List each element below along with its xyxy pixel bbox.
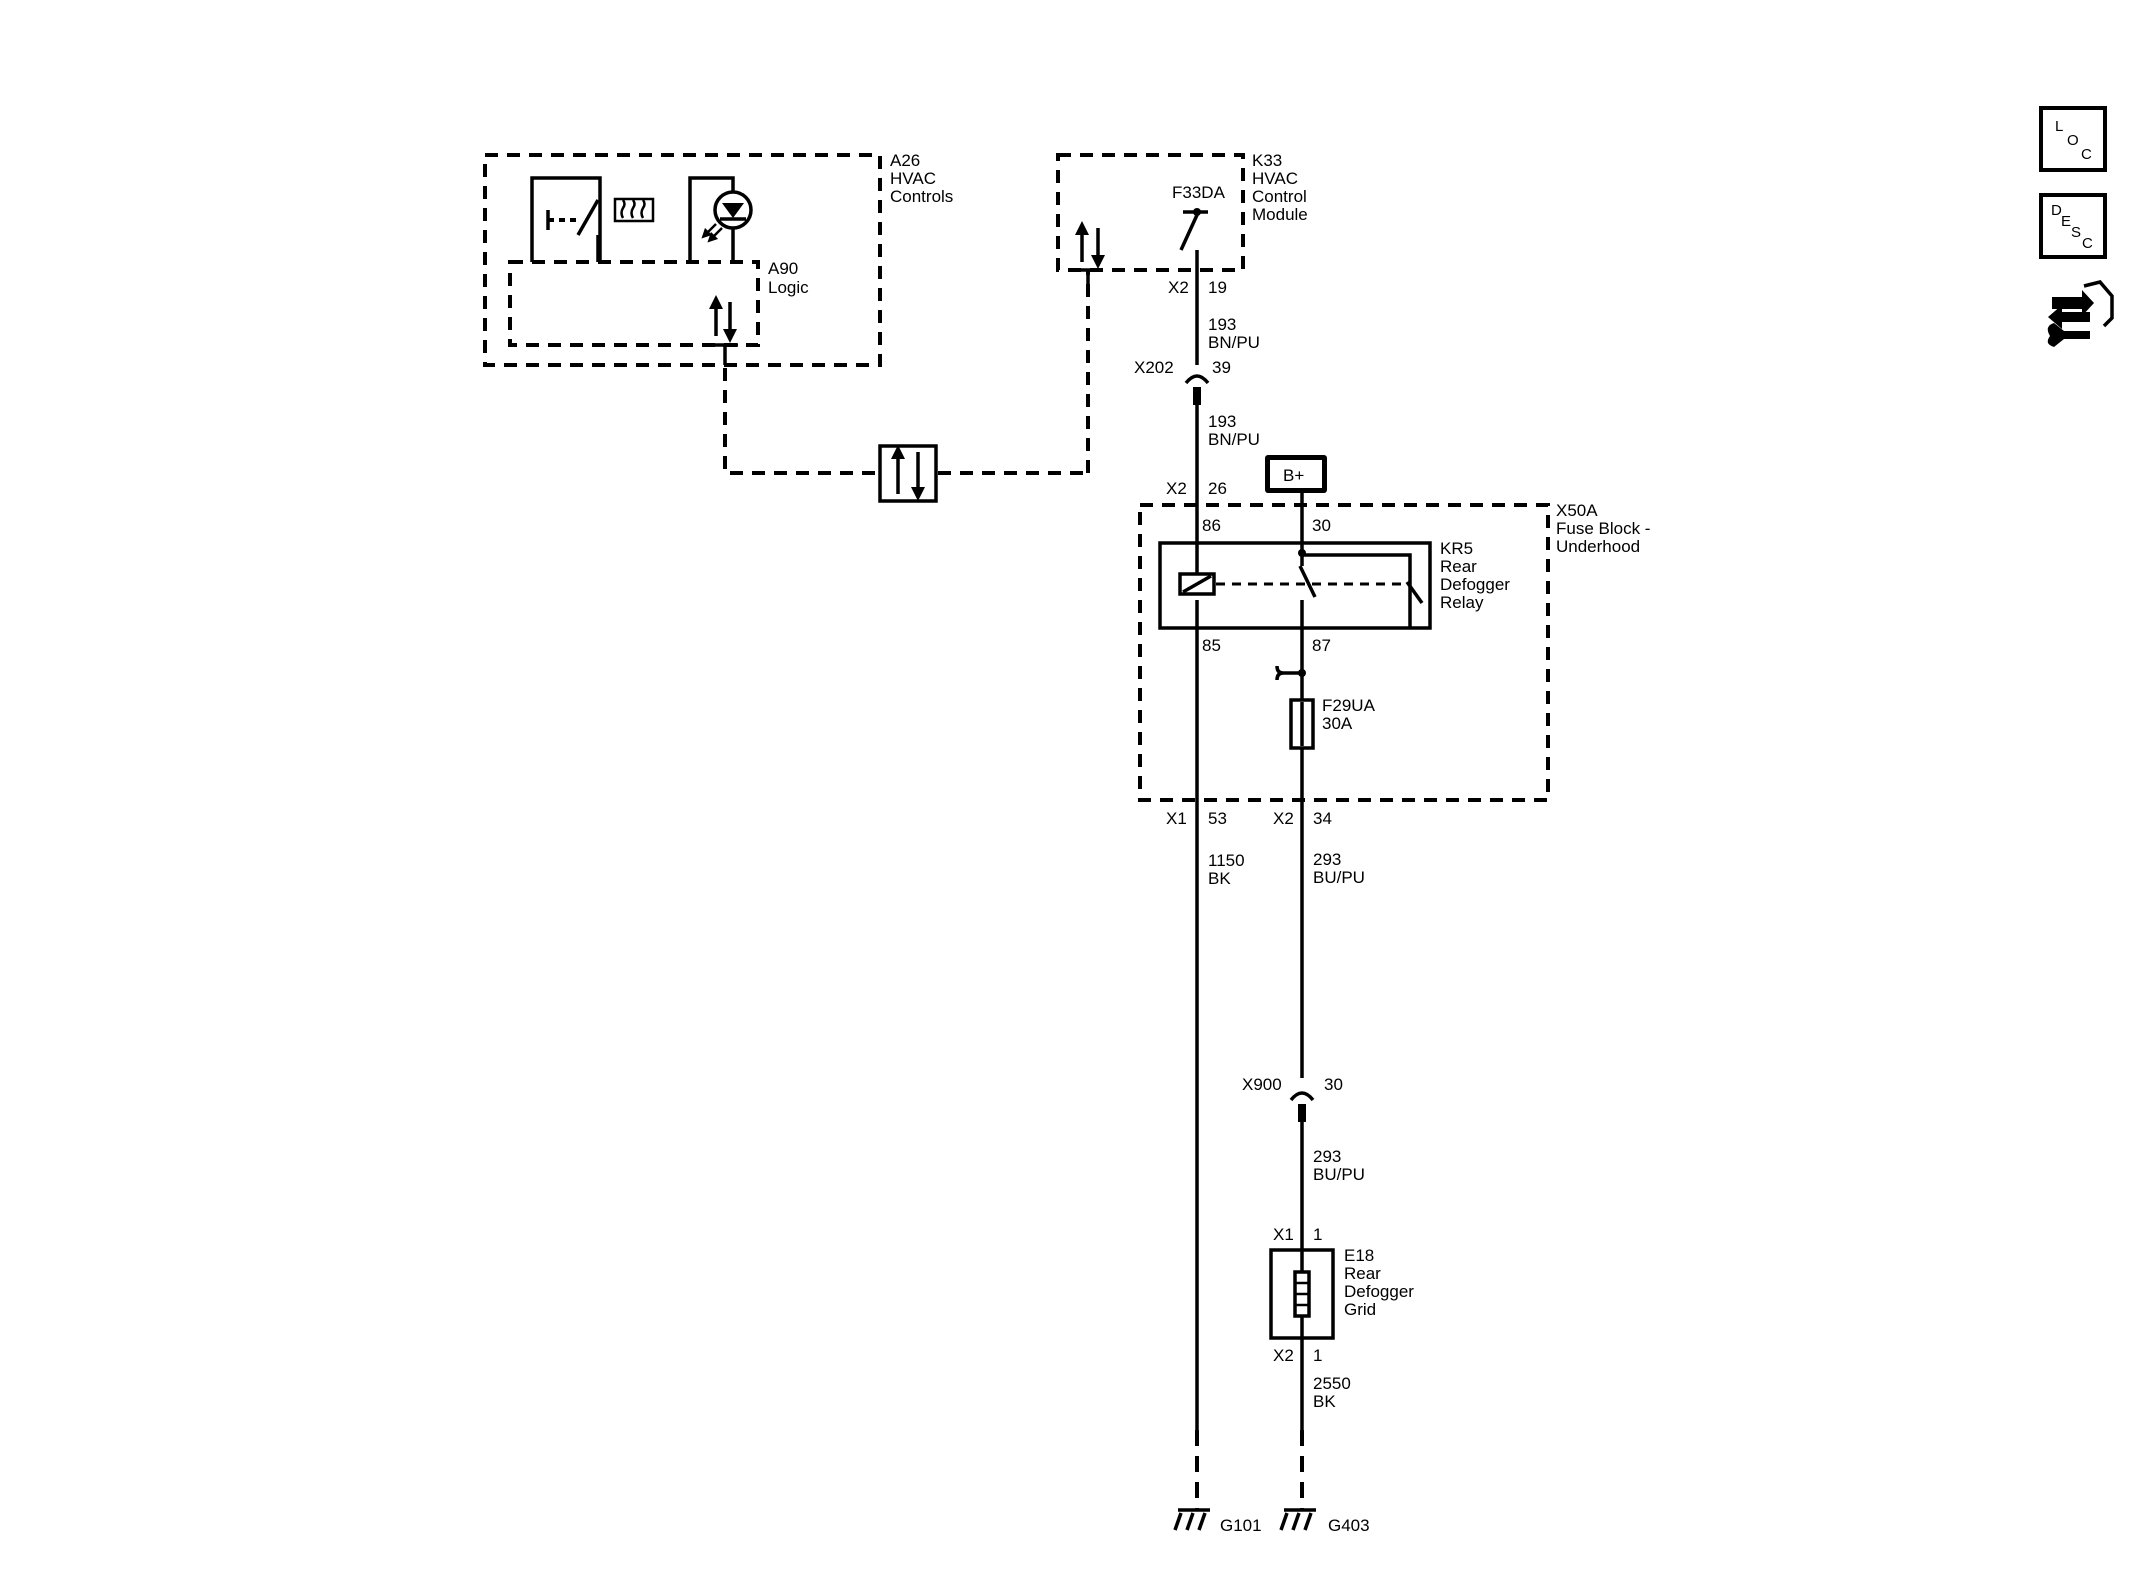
serial-data-icon xyxy=(1075,221,1105,269)
k33-line1: HVAC xyxy=(1252,169,1298,188)
kr5-line3: Relay xyxy=(1440,593,1484,612)
a90-line1: Logic xyxy=(768,278,809,297)
circuit-193-1150: X2 19 193 BN/PU X202 39 193 BN/PU X2 26 … xyxy=(1134,250,1262,1535)
x50a-x2-pin: 34 xyxy=(1313,809,1332,828)
x202-pin: 39 xyxy=(1212,358,1231,377)
k33-line3: Module xyxy=(1252,205,1308,224)
serial-data-icon xyxy=(709,295,737,343)
f33da-label: F33DA xyxy=(1172,183,1226,202)
x50a-x1-pin: 53 xyxy=(1208,809,1227,828)
w193a-circuit: 193 xyxy=(1208,315,1236,334)
w1150-circuit: 1150 xyxy=(1208,851,1245,870)
w293a-color: BU/PU xyxy=(1313,868,1365,887)
x202-label: X202 xyxy=(1134,358,1174,377)
loc-o: O xyxy=(2067,132,2079,149)
e18-x1-connector: X1 xyxy=(1273,1225,1294,1244)
x50a-fuse-block: X50A Fuse Block - Underhood KR5 Rear Def… xyxy=(1138,501,1650,802)
desc-d: D xyxy=(2051,202,2062,219)
relay-pin-86: 86 xyxy=(1202,516,1221,535)
x50a-x1-connector: X1 xyxy=(1166,809,1187,828)
rear-defogger-grid-icon xyxy=(1269,1248,1335,1340)
relay-switch-icon xyxy=(1298,553,1424,628)
e18-id: E18 xyxy=(1344,1246,1374,1265)
x900-pin: 30 xyxy=(1324,1075,1343,1094)
w293b-color: BU/PU xyxy=(1313,1165,1365,1184)
rear-defrost-switch-icon xyxy=(530,176,655,262)
data-bus-icon xyxy=(878,444,938,503)
x50a-top-connector: X2 xyxy=(1166,479,1187,498)
e18-line2: Defogger xyxy=(1344,1282,1414,1301)
f29ua-id: F29UA xyxy=(1322,696,1376,715)
f29ua-rating: 30A xyxy=(1322,714,1353,733)
x50a-x2-connector: X2 xyxy=(1273,809,1294,828)
desc-e: E xyxy=(2061,213,2071,230)
battery-positive-icon: B+ xyxy=(1265,455,1327,493)
k33-connector: X2 xyxy=(1168,278,1189,297)
relay-pin-30: 30 xyxy=(1312,516,1331,535)
a26-hvac-controls: A26 HVAC Controls A90 Logic xyxy=(483,151,953,367)
desc-c: C xyxy=(2082,235,2093,252)
g403-label: G403 xyxy=(1328,1516,1370,1535)
ground-g403-icon xyxy=(1279,1508,1316,1531)
kr5-line1: Rear xyxy=(1440,557,1477,576)
w2550-color: BK xyxy=(1313,1392,1336,1411)
a26-line1: HVAC xyxy=(890,169,936,188)
loc-l: L xyxy=(2055,118,2063,135)
w2550-circuit: 2550 xyxy=(1313,1374,1351,1393)
e18-x2-pin: 1 xyxy=(1313,1346,1322,1365)
desc-s: S xyxy=(2071,224,2081,241)
w293a-circuit: 293 xyxy=(1313,850,1341,869)
w193a-color: BN/PU xyxy=(1208,333,1260,352)
relay-coil-icon xyxy=(1178,572,1216,596)
relay-pin-85: 85 xyxy=(1202,636,1221,655)
a90-id: A90 xyxy=(768,259,798,278)
a26-line2: Controls xyxy=(890,187,953,206)
x50a-line2: Underhood xyxy=(1556,537,1640,556)
x50a-id: X50A xyxy=(1556,501,1598,520)
bplus-label: B+ xyxy=(1283,466,1304,485)
e18-line1: Rear xyxy=(1344,1264,1381,1283)
x202-inline-connector-icon xyxy=(1184,374,1210,405)
e18-x1-pin: 1 xyxy=(1313,1225,1322,1244)
w1150-color: BK xyxy=(1208,869,1231,888)
connector-service-icon[interactable] xyxy=(2047,280,2114,347)
circuit-293-2550: F29UA 30A X2 34 293 BU/PU X900 30 293 BU… xyxy=(1242,493,1414,1535)
indicator-lamp-icon xyxy=(688,176,753,262)
location-view-button[interactable]: L O C xyxy=(2039,106,2107,172)
serial-data-line xyxy=(712,268,1101,503)
e18-line3: Grid xyxy=(1344,1300,1376,1319)
x900-inline-connector-icon xyxy=(1289,1091,1315,1122)
w193b-circuit: 193 xyxy=(1208,412,1236,431)
ground-g101-icon xyxy=(1173,1508,1210,1531)
x50a-top-pin: 26 xyxy=(1208,479,1227,498)
w293b-circuit: 293 xyxy=(1313,1147,1341,1166)
low-side-driver-switch-icon xyxy=(1179,208,1208,251)
fuse-tap-icon xyxy=(1275,665,1306,681)
k33-line2: Control xyxy=(1252,187,1307,206)
kr5-id: KR5 xyxy=(1440,539,1473,558)
loc-c: C xyxy=(2081,146,2092,163)
x50a-line1: Fuse Block - xyxy=(1556,519,1650,538)
e18-x2-connector: X2 xyxy=(1273,1346,1294,1365)
kr5-line2: Defogger xyxy=(1440,575,1510,594)
k33-pin: 19 xyxy=(1208,278,1227,297)
x900-label: X900 xyxy=(1242,1075,1282,1094)
k33-id: K33 xyxy=(1252,151,1282,170)
k33-hvac-control-module: K33 HVAC Control Module F33DA xyxy=(1056,151,1308,272)
g101-label: G101 xyxy=(1220,1516,1262,1535)
description-view-button[interactable]: D E S C xyxy=(2039,193,2107,259)
a26-id: A26 xyxy=(890,151,920,170)
fuse-f29ua-icon xyxy=(1289,698,1315,750)
w193b-color: BN/PU xyxy=(1208,430,1260,449)
relay-pin-87: 87 xyxy=(1312,636,1331,655)
